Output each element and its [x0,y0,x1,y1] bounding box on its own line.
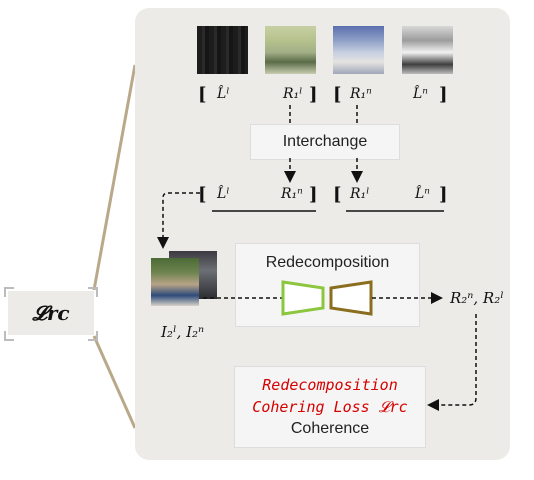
label-r1-normal-2: R₁ⁿ [281,186,303,202]
reflectance-normal-thumbnail [333,26,384,74]
label-l-hat-low-2: L̂ˡ [217,186,230,202]
illumination-low-thumbnail [197,26,248,74]
recomposed-image-front [151,258,199,306]
input-images-label: I₂ˡ, I₂ⁿ [161,323,205,341]
loss-box: Redecomposition Cohering Loss 𝓛rc Cohere… [234,366,426,448]
label-l-hat-low: L̂ˡ [217,86,230,102]
label-r1-low: R₁ˡ [283,86,303,102]
bracket-open: [ [333,84,342,105]
arrow-to-loss [427,314,477,411]
loss-title-line2: Cohering Loss 𝓛rc [252,398,408,416]
label-r1-normal: R₁ⁿ [350,86,372,102]
bracket-close: ] [439,84,448,105]
encoder-shape [281,280,325,316]
bracket-close: ] [309,184,318,205]
redecomposition-box: Redecomposition [235,243,420,327]
illumination-normal-thumbnail [402,26,453,74]
bracket-close: ] [309,84,318,105]
bracket-corner [88,287,98,297]
label-r1-low-2: R₁ˡ [350,186,370,202]
bracket-corner [4,331,14,341]
bracket-open: [ [333,184,342,205]
loss-rc-box: 𝓛rc [8,291,94,335]
loss-rc-label: 𝓛rc [32,301,70,325]
bracket-open: [ [198,84,207,105]
reflectance-low-thumbnail [265,26,316,74]
arrow-to-recomposed [157,192,200,249]
label-l-hat-normal-2: L̂ⁿ [415,186,430,202]
bracket-corner [88,331,98,341]
redecomposition-label: Redecomposition [265,254,390,271]
bracket-open: [ [198,184,207,205]
interchange-label: Interchange [282,133,368,150]
label-l-hat-normal: L̂ⁿ [413,86,428,102]
interchange-box: Interchange [250,124,400,160]
output-label: R₂ⁿ, R₂ˡ [450,289,504,307]
decoder-shape [329,280,373,316]
loss-title-line1: Redecomposition [262,376,398,394]
bracket-corner [4,287,14,297]
coherence-label: Coherence [290,420,370,437]
bracket-close: ] [439,184,448,205]
